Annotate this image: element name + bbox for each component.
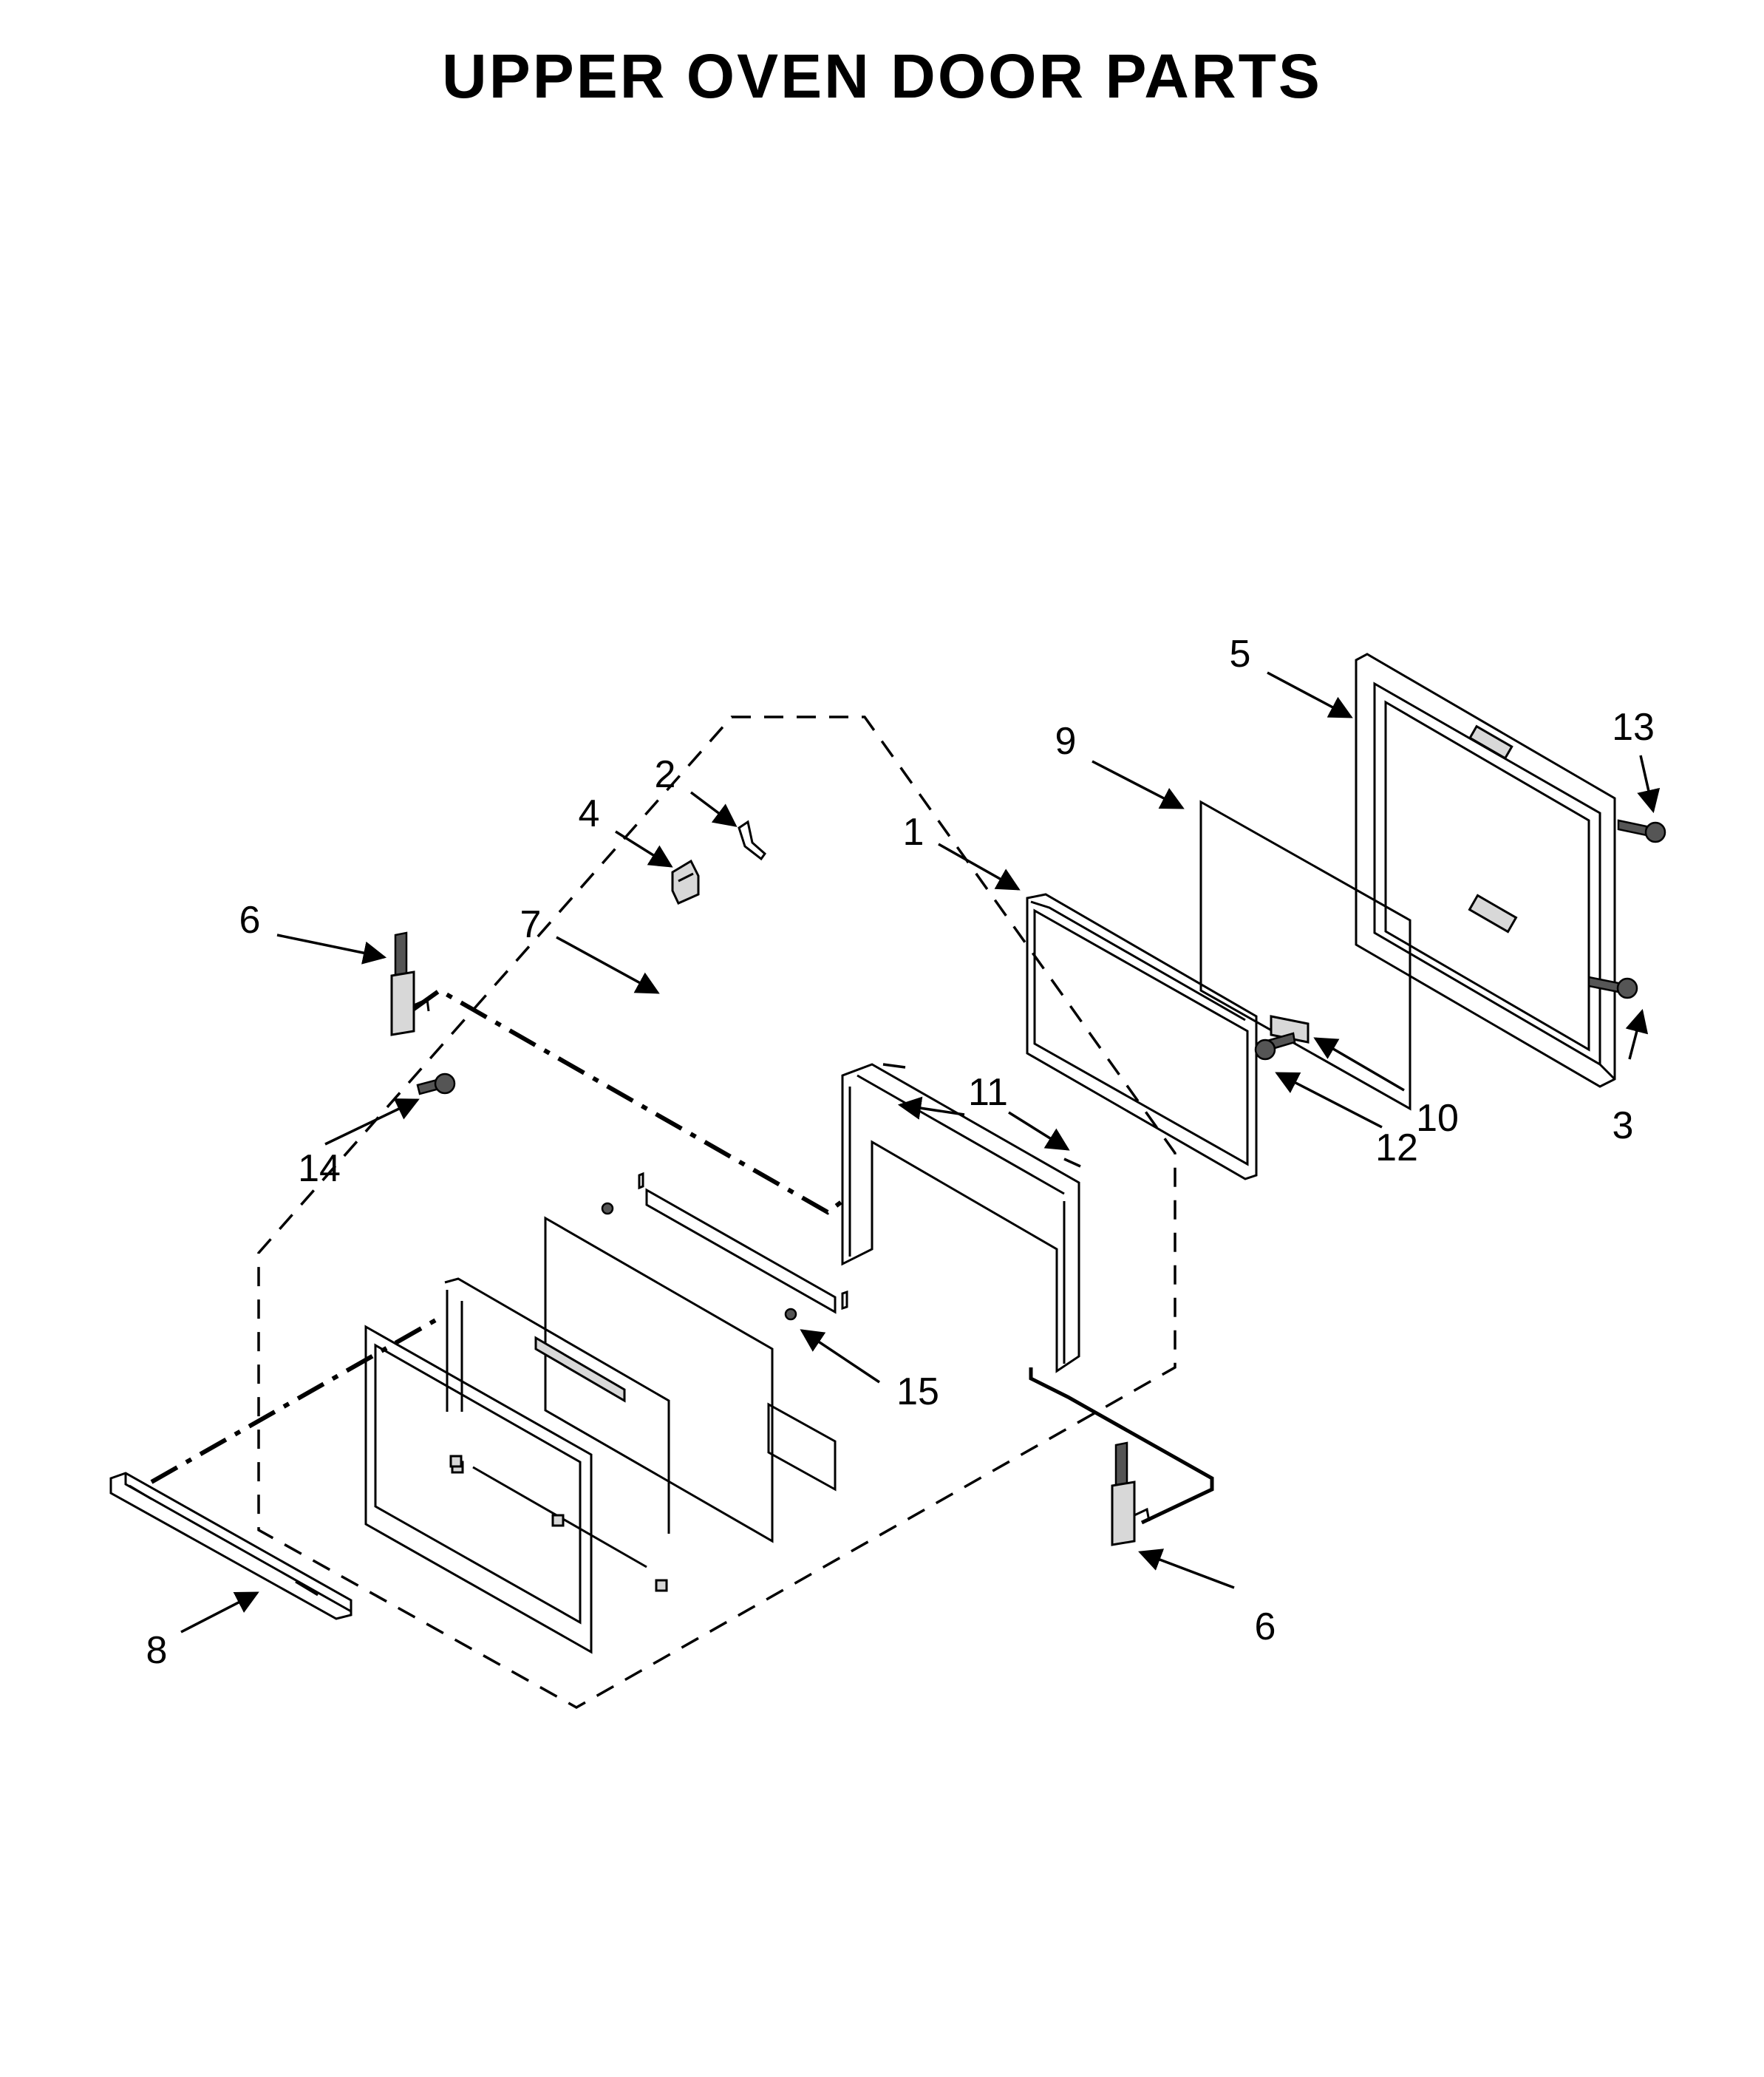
- callout-14: 14: [298, 1147, 341, 1190]
- part-2-clip: [738, 820, 767, 861]
- part-12-screw: [1254, 1032, 1296, 1061]
- callout-6-right: 6: [1255, 1605, 1276, 1648]
- callout-6-left: 6: [239, 899, 261, 942]
- callout-13: 13: [1612, 706, 1655, 749]
- alignment-guide-upper: [412, 987, 844, 1215]
- part-8-handle: [109, 1472, 353, 1620]
- callout-9: 9: [1055, 720, 1077, 763]
- part-10-bracket: [1270, 1015, 1310, 1044]
- callout-8: 8: [146, 1629, 168, 1672]
- callout-2: 2: [655, 753, 676, 796]
- callout-4: 4: [579, 792, 600, 835]
- callout-3: 3: [1613, 1104, 1634, 1147]
- callout-11: 11: [968, 1071, 1008, 1114]
- part-5-door-frame: [1355, 653, 1616, 1088]
- part-11-side-channels: [841, 1063, 1081, 1373]
- part-6-hinge-right: [1111, 1441, 1151, 1546]
- callout-1: 1: [903, 811, 924, 854]
- callout-5: 5: [1230, 633, 1251, 676]
- part-4-latch: [671, 859, 700, 905]
- front-door-panel: [364, 1325, 593, 1654]
- alignment-guide-lower: [150, 1313, 445, 1484]
- alignment-guide-right: [1029, 1367, 1214, 1525]
- door-assembly-boundary: [257, 715, 1176, 1710]
- part-3-screw: [1587, 976, 1638, 999]
- callout-7: 7: [520, 903, 542, 946]
- part-1-inner-frame: [1026, 893, 1258, 1180]
- page-title: UPPER OVEN DOOR PARTS: [442, 41, 1322, 111]
- callout-leaders: [180, 671, 1661, 1634]
- callout-10: 10: [1416, 1097, 1459, 1140]
- part-9-glass-panel: [1199, 800, 1411, 1111]
- part-6-hinge-left: [390, 931, 430, 1036]
- part-14-screw: [416, 1073, 456, 1095]
- callout-12: 12: [1375, 1126, 1418, 1169]
- inner-glass-assembly: [544, 1172, 848, 1543]
- part-13-screw: [1617, 819, 1666, 843]
- callout-15: 15: [896, 1370, 939, 1413]
